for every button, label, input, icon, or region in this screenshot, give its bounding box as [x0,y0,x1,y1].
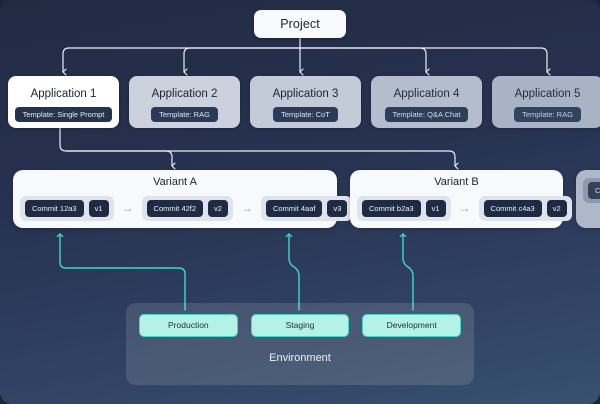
connector-development [403,233,414,311]
commit-chip: Commit 12a3 [25,200,84,217]
arrow-right-icon: → [240,201,253,216]
commit-chip: Commit 42f2 [146,200,204,217]
environment-panel: Production Staging Development Environme… [126,303,474,385]
application-title: Application 1 [30,88,97,100]
application-title: Application 3 [272,88,339,100]
variant-card-a[interactable]: Variant A Commit 12a3 v1 → Commit 42f2 v… [13,170,353,228]
application-card-2[interactable]: Application 2 Template: RAG [129,76,240,128]
arrow-right-icon: → [458,201,471,216]
commit-row: Commit b2a3 v1 → Commit c4a3 v2 [350,196,572,221]
commit-group[interactable]: Commit b2a3 v1 [357,196,451,221]
application-title: Application 4 [393,88,460,100]
application-card-1[interactable]: Application 1 Template: Single Prompt [8,76,119,128]
commit-chip: Commit b2a3 [362,200,421,217]
version-chip: v2 [546,200,567,217]
environment-pill-row: Production Staging Development [126,303,474,337]
variant-title: Variant B [434,176,479,188]
variant-card-c-partial[interactable]: Com [576,170,600,228]
connector-project-app4 [299,47,430,76]
application-template-badge: Template: Q&A Chat [384,106,469,122]
commit-chip: Com [588,182,600,199]
application-card-3[interactable]: Application 3 Template: CoT [250,76,361,128]
application-title: Application 5 [514,88,581,100]
application-template-badge: Template: CoT [273,106,338,122]
version-chip: v2 [208,200,228,217]
arrow-right-icon: → [121,201,134,216]
version-chip: v1 [88,200,109,217]
project-node[interactable]: Project [254,10,346,38]
application-card-5[interactable]: Application 5 Template: RAG [492,76,600,128]
version-chip: v3 [327,200,348,217]
connector-project-app1 [62,47,301,76]
connector-project-app5 [299,47,551,76]
environment-label: Environment [269,351,331,364]
variant-card-b[interactable]: Variant B Commit b2a3 v1 → Commit c4a3 v… [350,170,572,228]
version-chip: v1 [425,200,446,217]
connector-app1-variantA [59,127,176,170]
environment-pill-production[interactable]: Production [139,314,238,337]
application-template-badge: Template: RAG [514,106,581,122]
environment-pill-staging[interactable]: Staging [250,314,350,337]
application-template-badge: Template: RAG [151,106,218,122]
connector-project-app2 [183,47,301,76]
commit-group[interactable]: Commit 12a3 v1 [20,196,114,221]
environment-pill-development[interactable]: Development [362,314,462,337]
commit-group[interactable]: Commit 4aaf v3 [260,196,353,221]
commit-chip: Commit c4a3 [483,200,542,217]
connector-production [60,233,186,311]
connector-app1-variantB [65,150,459,170]
application-title: Application 2 [151,88,218,100]
commit-group[interactable]: Com [583,178,600,203]
variant-title: Variant A [153,176,197,188]
application-template-badge: Template: Single Prompt [14,106,113,122]
commit-row: Commit 12a3 v1 → Commit 42f2 v2 → Commit… [13,196,353,221]
connector-staging [289,233,300,311]
commit-group[interactable]: Commit 42f2 v2 [141,196,233,221]
application-card-4[interactable]: Application 4 Template: Q&A Chat [371,76,482,128]
commit-chip: Commit 4aaf [265,200,323,217]
commit-group[interactable]: Commit c4a3 v2 [478,196,572,221]
project-label: Project [280,17,320,31]
commit-row: Com [576,178,600,203]
